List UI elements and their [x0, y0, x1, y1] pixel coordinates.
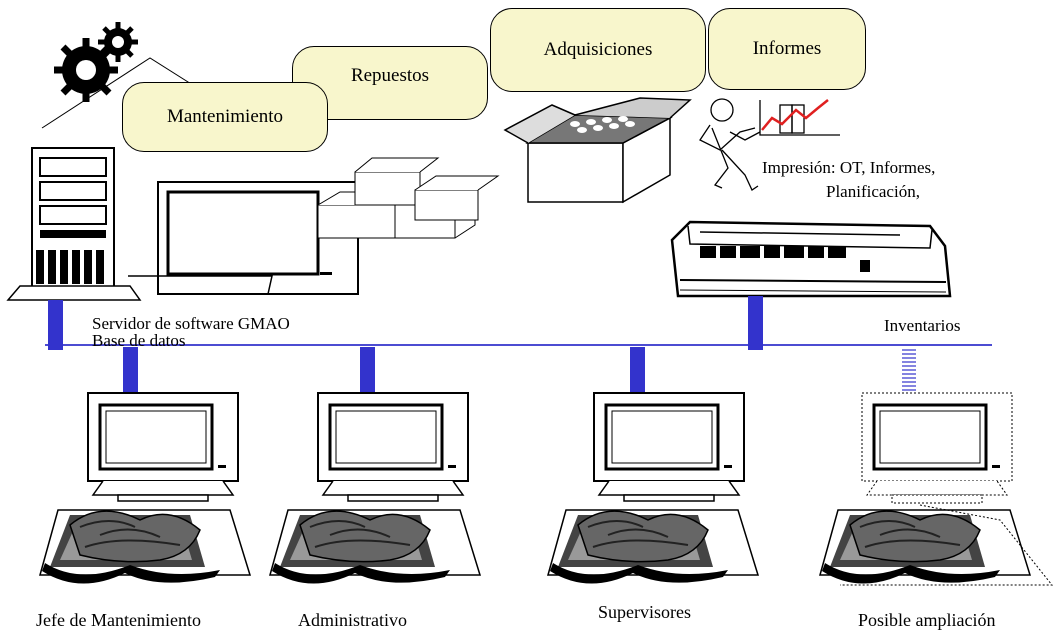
printer-caption-line2: Planificación, — [826, 182, 920, 201]
presenter-chart-icon — [699, 98, 840, 191]
module-informes: Informes — [708, 8, 866, 90]
gear-icon — [41, 22, 246, 129]
module-adquisiciones: Adquisiciones — [490, 8, 706, 92]
server-icon — [6, 147, 142, 301]
workstation-jefe — [39, 391, 251, 585]
open-box-icon — [503, 97, 692, 204]
workstation-ampliacion — [819, 392, 1054, 586]
printer-icon — [670, 220, 952, 298]
module-mantenimiento: Mantenimiento — [122, 82, 328, 152]
server-caption-line1: Servidor de software GMAO — [92, 314, 290, 333]
workstation-administrativo — [269, 391, 481, 585]
station-label-ampliacion: Posible ampliación — [858, 610, 996, 630]
network-line — [45, 296, 992, 395]
station-label-jefe: Jefe de Mantenimiento — [36, 610, 201, 630]
printer-caption-line1: Impresión: OT, Informes, — [762, 158, 936, 177]
station-label-administrativo: Administrativo — [298, 610, 407, 630]
server-caption-line2: Base de datos — [92, 331, 186, 350]
stacked-boxes-icon — [317, 157, 500, 239]
workstation-supervisores — [547, 391, 759, 585]
inventarios-label: Inventarios — [884, 316, 961, 335]
station-label-supervisores: Supervisores — [598, 602, 691, 622]
